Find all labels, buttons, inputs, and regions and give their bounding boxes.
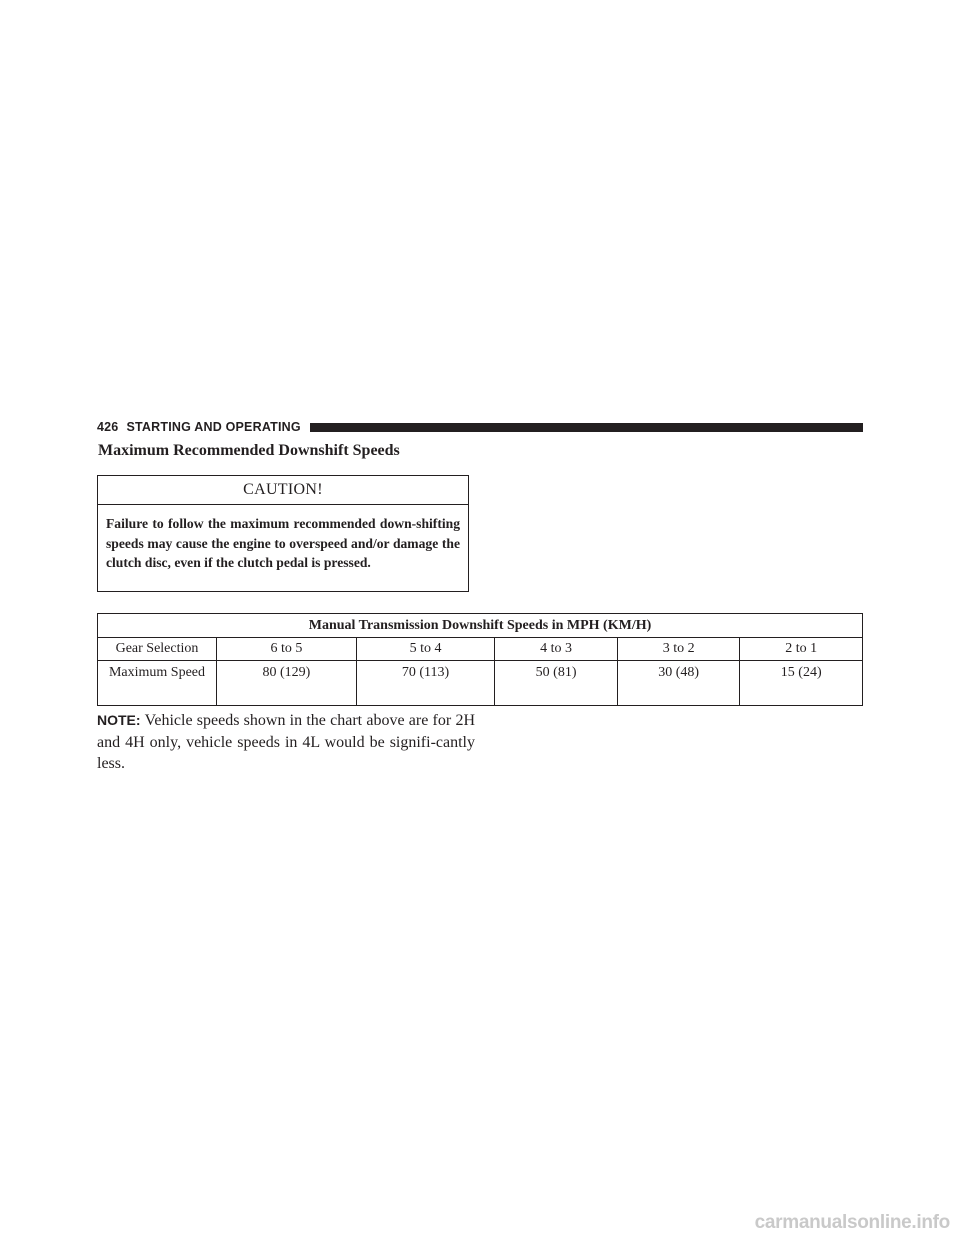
caution-title: CAUTION! bbox=[98, 476, 468, 505]
speed-cell: 50 (81) bbox=[494, 660, 618, 706]
gear-cell: 5 to 4 bbox=[355, 637, 496, 661]
caution-text: Failure to follow the maximum recommende… bbox=[106, 516, 460, 570]
downshift-speeds-table: Manual Transmission Downshift Speeds in … bbox=[97, 613, 863, 706]
table-row: Maximum Speed 80 (129) 70 (113) 50 (81) … bbox=[97, 660, 863, 706]
table-caption: Manual Transmission Downshift Speeds in … bbox=[97, 613, 863, 638]
speed-cell: 30 (48) bbox=[616, 660, 741, 706]
note-label: NOTE: bbox=[97, 712, 141, 728]
gear-cell: 3 to 2 bbox=[616, 637, 741, 661]
gear-selection-label: Gear Selection bbox=[97, 637, 217, 661]
section-title: STARTING AND OPERATING bbox=[126, 420, 301, 434]
watermark: carmanualsonline.info bbox=[754, 1212, 951, 1233]
page-header: 426 STARTING AND OPERATING bbox=[97, 418, 863, 436]
speed-cell: 15 (24) bbox=[739, 660, 863, 706]
gear-cell: 6 to 5 bbox=[216, 637, 357, 661]
gear-cell: 2 to 1 bbox=[739, 637, 863, 661]
speed-cell: 80 (129) bbox=[216, 660, 357, 706]
table-row: Gear Selection 6 to 5 5 to 4 4 to 3 3 to… bbox=[97, 637, 863, 661]
header-rule bbox=[309, 422, 863, 432]
note-text: Vehicle speeds shown in the chart above … bbox=[97, 712, 475, 772]
page-number: 426 bbox=[97, 420, 119, 434]
caution-box: CAUTION! Failure to follow the maximum r… bbox=[97, 475, 469, 592]
section-heading: Maximum Recommended Downshift Speeds bbox=[98, 442, 400, 459]
note-paragraph: NOTE:Vehicle speeds shown in the chart a… bbox=[97, 710, 475, 775]
gear-cell: 4 to 3 bbox=[494, 637, 618, 661]
maximum-speed-label: Maximum Speed bbox=[97, 660, 217, 706]
speed-cell: 70 (113) bbox=[355, 660, 496, 706]
